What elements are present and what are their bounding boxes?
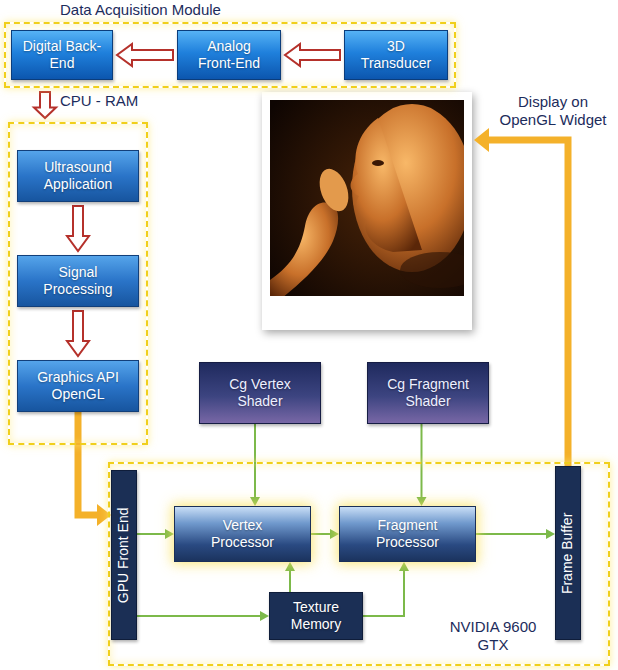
process-box: Ultrasound Application (17, 150, 139, 202)
pipeline-arrow (289, 570, 291, 592)
connector-group (476, 529, 555, 539)
arrowhead (399, 562, 409, 571)
connector-group (78, 412, 111, 526)
fetus-hand (314, 165, 353, 215)
image-shadow (400, 252, 464, 288)
fetus-rendering (270, 104, 464, 296)
arrowhead (165, 529, 174, 539)
processor-box: Vertex Processor (174, 506, 311, 562)
box-label: Cg Vertex Shader (208, 376, 312, 410)
connector-group (311, 529, 339, 539)
data-flow-arrow (78, 412, 98, 515)
module-group: Data Acquisition ModuleDigital Back-EndA… (4, 22, 456, 88)
shader-box: Cg Fragment Shader (367, 362, 489, 424)
shader-box: Cg Vertex Shader (199, 362, 321, 424)
connector-group (117, 44, 173, 66)
pipeline-arrow (421, 424, 423, 498)
pipeline-arrow (137, 533, 166, 535)
gpu-group: NVIDIA 9600 GTX GPU Front End Vertex Proce… (108, 462, 610, 666)
connector-group (67, 206, 89, 251)
pipeline-arrow (363, 570, 404, 616)
connector-group (137, 611, 269, 621)
process-box: Graphics API OpenGL (17, 360, 139, 412)
display-arrowhead (474, 128, 489, 152)
annotation-label: Display on OpenGL Widget (500, 93, 607, 128)
connector-group (285, 44, 340, 66)
block-arrow (67, 311, 89, 356)
box-label: Signal Processing (26, 264, 130, 298)
process-box: Digital Back-End (11, 30, 113, 80)
annotation-label: Display on OpenGL Widget (496, 93, 610, 129)
box-label: Graphics API OpenGL (26, 369, 130, 403)
box-label: Vertex Processor (195, 517, 290, 551)
block-arrow (34, 92, 56, 118)
process-box: Analog Front-End (177, 30, 281, 80)
box-label: Ultrasound Application (26, 159, 130, 193)
fetus-face (351, 118, 422, 252)
fetus-eye (372, 160, 384, 166)
gpu-stage-bar: GPU Front End (111, 470, 137, 640)
arrowhead (417, 497, 427, 506)
box-label: Digital Back-End (22, 38, 102, 72)
box-label: GPU Front End (116, 507, 133, 603)
arrowhead (260, 611, 269, 621)
photo-frame (262, 92, 472, 330)
group-heading: Data Acquisition Module (60, 1, 221, 19)
pipeline-arrow (254, 424, 256, 498)
box-label: Frame Buffer (560, 512, 577, 593)
box-label: Cg Fragment Shader (376, 376, 480, 410)
pipeline-arrow (476, 533, 547, 535)
arrowhead (285, 562, 295, 571)
connector-group (137, 529, 174, 539)
memory-box: Texture Memory (269, 592, 363, 640)
pipeline-arrow (311, 533, 331, 535)
group-heading: CPU - RAM (60, 92, 138, 110)
block-arrow (67, 206, 89, 251)
box-label: 3D Transducer (355, 38, 437, 72)
arrowhead (250, 497, 260, 506)
arrowhead (330, 529, 339, 539)
connector-group (363, 562, 409, 616)
block-arrow (285, 44, 340, 66)
pipeline-arrow (137, 615, 261, 617)
connector-group (417, 424, 427, 506)
block-arrow (117, 44, 173, 66)
arrowhead (546, 529, 555, 539)
process-box: 3D Transducer (344, 30, 448, 80)
connector-group (285, 562, 295, 592)
connector-group (250, 424, 260, 506)
fetus-arm (270, 202, 338, 296)
processor-box: Fragment Processor (339, 506, 476, 562)
box-label: Texture Memory (278, 599, 354, 633)
module-group: CPU - RAMUltrasound ApplicationSignal Pr… (8, 122, 148, 445)
connector-group (34, 92, 56, 118)
gpu-stage-bar: Frame Buffer (555, 466, 581, 640)
box-label: Fragment Processor (360, 517, 455, 551)
display-arrow (488, 140, 568, 466)
box-label: Analog Front-End (188, 38, 270, 72)
group-heading: NVIDIA 9600 GTX (438, 618, 548, 654)
connector-group (67, 311, 89, 356)
process-box: Signal Processing (17, 255, 139, 307)
